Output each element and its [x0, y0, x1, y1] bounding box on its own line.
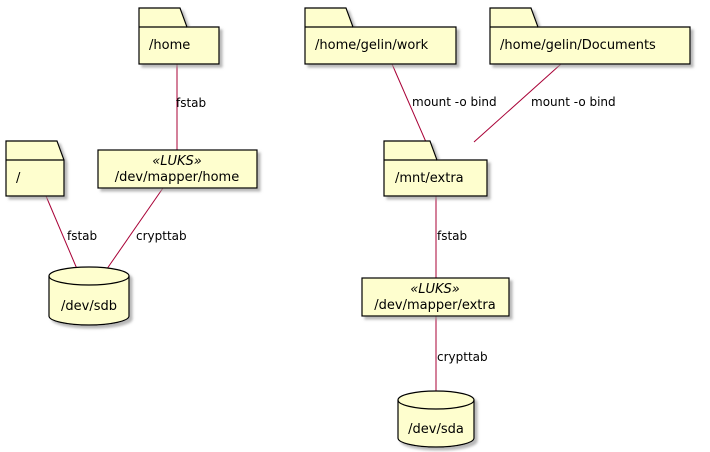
luks-mapper-home-label: /dev/mapper/home: [115, 170, 239, 185]
edge-mapper-home-sdb: [101, 187, 164, 277]
folder-home-label: /home: [149, 38, 190, 53]
folder-root: [5, 140, 65, 197]
folder-gelin-work: [304, 7, 457, 65]
edge-root-sdb: [45, 195, 81, 277]
edge-label-docs-mnt-extra: mount -o bind: [531, 95, 616, 109]
database-sda: [397, 390, 475, 448]
luks-mapper-extra-stereotype: «LUKS»: [410, 282, 460, 297]
folder-home: [138, 7, 220, 65]
edge-label-mnt-extra-mapper-extra: fstab: [437, 229, 467, 243]
luks-mapper-extra-label: /dev/mapper/extra: [374, 298, 495, 313]
luks-mapper-home: [97, 149, 258, 189]
edge-label-work-mnt-extra: mount -o bind: [412, 95, 497, 109]
luks-mapper-home-stereotype: «LUKS»: [152, 154, 202, 169]
folder-mnt-extra: [383, 140, 488, 197]
folder-gelin-work-label: /home/gelin/work: [315, 38, 429, 53]
database-sda-label: /dev/sda: [408, 422, 464, 437]
edge-work-mnt-extra: [391, 63, 427, 143]
database-sdb: [48, 266, 130, 326]
nodes: /home /home/gelin/work /home/gelin/Docum…: [5, 7, 691, 448]
edge-label-root-sdb: fstab: [67, 229, 97, 243]
edge-label-mapper-home-sdb: crypttab: [136, 229, 187, 243]
folder-mnt-extra-label: /mnt/extra: [395, 171, 464, 186]
folder-gelin-documents: [489, 7, 691, 65]
luks-mapper-extra: [361, 277, 510, 317]
edges: fstab mount -o bind mount -o bind fstab …: [45, 63, 616, 398]
database-sdb-label: /dev/sdb: [61, 299, 117, 314]
folder-root-label: /: [16, 171, 21, 186]
edge-label-home-mapper-home: fstab: [176, 96, 206, 110]
edge-docs-mnt-extra: [473, 63, 562, 143]
edge-label-mapper-extra-sda: crypttab: [437, 350, 488, 364]
folder-gelin-documents-label: /home/gelin/Documents: [500, 38, 656, 53]
